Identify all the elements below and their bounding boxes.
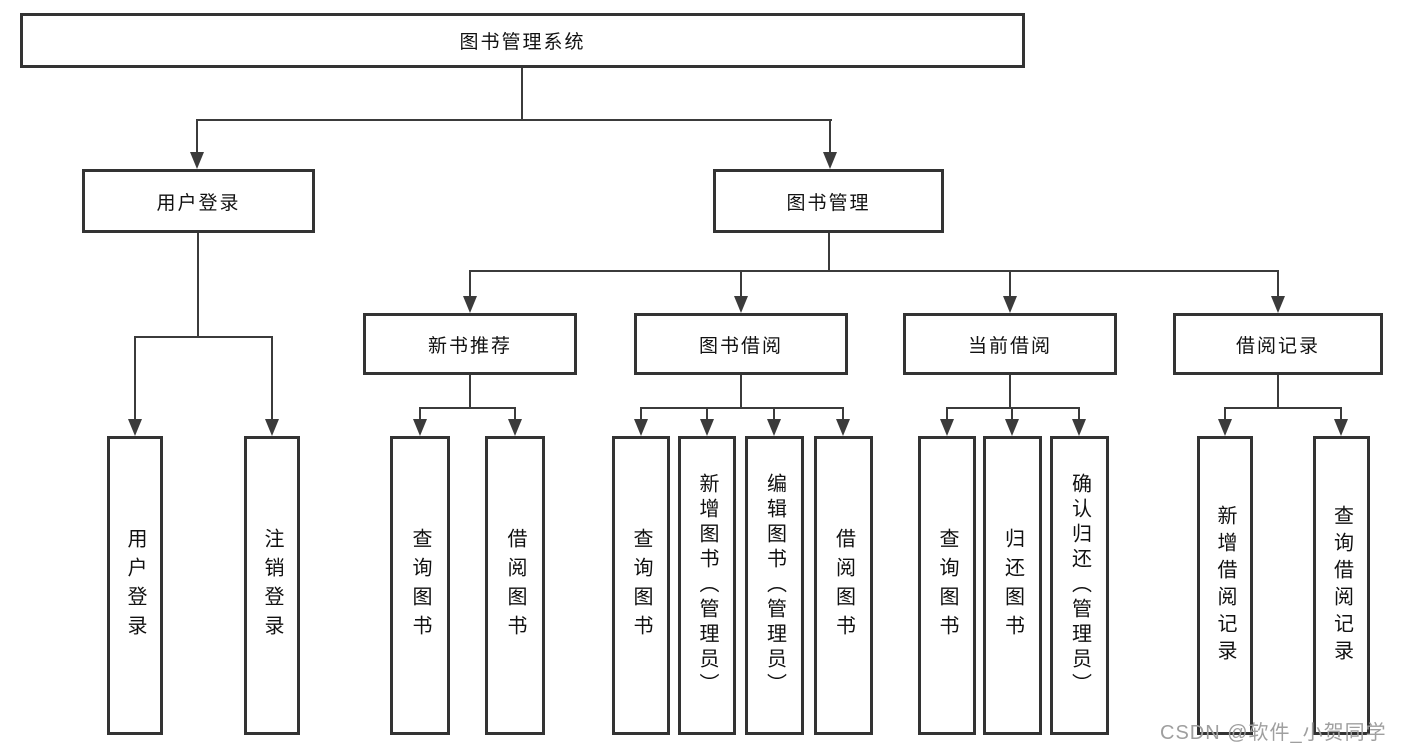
- leaf-query-borrow-record: 查询借阅记录: [1313, 436, 1370, 735]
- leaf-borrow-books-recommend: 借阅图书: [485, 436, 545, 735]
- leaf-query-books-current: 查询图书: [918, 436, 976, 735]
- node-current-borrow: 当前借阅: [903, 313, 1117, 375]
- leaf-query-books-borrow: 查询图书: [612, 436, 670, 735]
- csdn-watermark: CSDN @软件_小贺同学: [1160, 722, 1387, 744]
- node-new-book-recommend: 新书推荐: [363, 313, 577, 375]
- connector-line: [521, 68, 523, 120]
- arrow-down-icon: [634, 419, 648, 436]
- arrow-down-icon: [508, 419, 522, 436]
- connector-line: [134, 336, 136, 421]
- connector-line: [1078, 407, 1080, 421]
- leaf-add-borrow-record: 新增借阅记录: [1197, 436, 1253, 735]
- node-book-borrow-label: 图书借阅: [698, 335, 783, 357]
- connector-line: [1224, 407, 1226, 421]
- node-root: 图书管理系统: [20, 13, 1025, 68]
- arrow-down-icon: [823, 152, 837, 169]
- leaf-return-books: 归还图书: [983, 436, 1042, 735]
- connector-line: [469, 270, 471, 298]
- connector-line: [469, 375, 471, 409]
- connector-line: [740, 270, 742, 298]
- node-borrow-records: 借阅记录: [1173, 313, 1383, 375]
- connector-line: [134, 336, 273, 338]
- connector-line: [740, 375, 742, 409]
- connector-line: [946, 407, 948, 421]
- arrow-down-icon: [265, 419, 279, 436]
- connector-line: [419, 407, 516, 409]
- leaf-logout: 注销登录: [244, 436, 300, 735]
- leaf-borrow-books: 借阅图书: [814, 436, 873, 735]
- arrow-down-icon: [700, 419, 714, 436]
- node-current-borrow-label: 当前借阅: [967, 335, 1052, 357]
- leaf-return-books-label: 归还图书: [1001, 527, 1024, 644]
- connector-line: [842, 407, 844, 421]
- leaf-edit-books-admin: 编辑图书（管理员）: [745, 436, 804, 735]
- leaf-borrow-books-recommend-label: 借阅图书: [504, 527, 526, 644]
- connector-line: [197, 233, 199, 338]
- arrow-down-icon: [1003, 296, 1017, 313]
- arrow-down-icon: [1218, 419, 1232, 436]
- arrow-down-icon: [1271, 296, 1285, 313]
- arrow-down-icon: [190, 152, 204, 169]
- node-new-book-recommend-label: 新书推荐: [427, 335, 512, 357]
- arrow-down-icon: [940, 419, 954, 436]
- connector-line: [828, 233, 830, 272]
- node-book-management: 图书管理: [713, 169, 944, 233]
- arrow-down-icon: [1072, 419, 1086, 436]
- leaf-add-books-admin-label: 新增图书（管理员）: [696, 473, 718, 698]
- node-user-login: 用户登录: [82, 169, 315, 233]
- leaf-query-borrow-record-label: 查询借阅记录: [1330, 504, 1353, 667]
- connector-line: [196, 119, 832, 121]
- connector-line: [271, 336, 273, 421]
- connector-line: [773, 407, 775, 421]
- connector-line: [946, 407, 1080, 409]
- connector-line: [1277, 270, 1279, 298]
- leaf-user-login-label: 用户登录: [124, 527, 146, 644]
- node-root-label: 图书管理系统: [459, 32, 586, 53]
- leaf-borrow-books-label: 借阅图书: [832, 527, 855, 644]
- connector-line: [196, 119, 198, 154]
- arrow-down-icon: [1334, 419, 1348, 436]
- leaf-query-books-recommend-label: 查询图书: [409, 527, 431, 644]
- leaf-edit-books-admin-label: 编辑图书（管理员）: [763, 473, 786, 698]
- arrow-down-icon: [1005, 419, 1019, 436]
- node-book-management-label: 图书管理: [786, 192, 871, 214]
- connector-line: [1224, 407, 1342, 409]
- node-borrow-records-label: 借阅记录: [1235, 335, 1320, 357]
- connector-line: [514, 407, 516, 421]
- leaf-user-login: 用户登录: [107, 436, 163, 735]
- connector-line: [1277, 375, 1279, 409]
- connector-line: [640, 407, 844, 409]
- connector-line: [419, 407, 421, 421]
- leaf-confirm-return-admin: 确认归还（管理员）: [1050, 436, 1109, 735]
- arrow-down-icon: [463, 296, 477, 313]
- connector-line: [1340, 407, 1342, 421]
- node-book-borrow: 图书借阅: [634, 313, 848, 375]
- leaf-query-books-borrow-label: 查询图书: [630, 527, 652, 644]
- arrow-down-icon: [413, 419, 427, 436]
- connector-line: [469, 270, 1279, 272]
- leaf-query-books-current-label: 查询图书: [936, 527, 958, 644]
- connector-line: [1011, 407, 1013, 421]
- node-user-login-label: 用户登录: [156, 192, 241, 214]
- leaf-query-books-recommend: 查询图书: [390, 436, 450, 735]
- connector-line: [1009, 270, 1011, 298]
- arrow-down-icon: [836, 419, 850, 436]
- arrow-down-icon: [734, 296, 748, 313]
- connector-line: [829, 119, 831, 154]
- leaf-confirm-return-admin-label: 确认归还（管理员）: [1068, 473, 1091, 698]
- leaf-logout-label: 注销登录: [261, 527, 283, 644]
- leaf-add-books-admin: 新增图书（管理员）: [678, 436, 736, 735]
- connector-line: [706, 407, 708, 421]
- connector-line: [1009, 375, 1011, 409]
- arrow-down-icon: [128, 419, 142, 436]
- connector-line: [640, 407, 642, 421]
- arrow-down-icon: [767, 419, 781, 436]
- leaf-add-borrow-record-label: 新增借阅记录: [1214, 504, 1236, 667]
